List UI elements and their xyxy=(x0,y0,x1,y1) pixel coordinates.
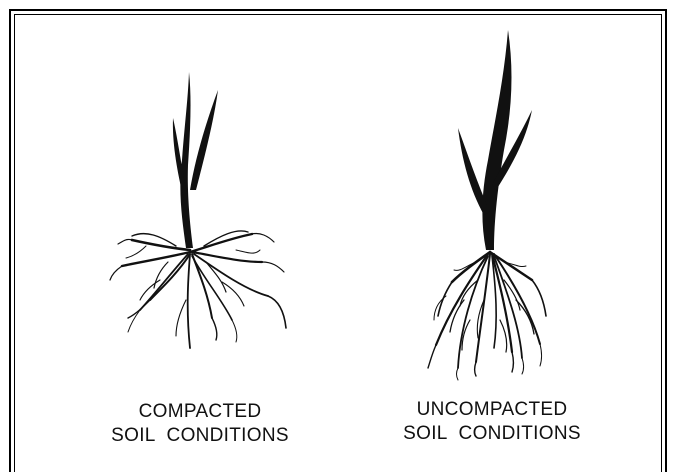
uncompacted-caption-line1: UNCOMPACTED xyxy=(377,398,607,422)
uncompacted-caption-line2: SOIL CONDITIONS xyxy=(377,422,607,446)
uncompacted-plant-roots xyxy=(428,252,546,380)
compacted-plant-roots xyxy=(110,231,286,348)
compacted-caption-line2: SOIL CONDITIONS xyxy=(100,424,300,448)
compacted-caption: COMPACTED SOIL CONDITIONS xyxy=(100,400,300,448)
compacted-plant-leaf xyxy=(180,72,193,248)
uncompacted-caption: UNCOMPACTED SOIL CONDITIONS xyxy=(377,398,607,446)
compacted-plant xyxy=(110,72,286,348)
compacted-plant-leaf xyxy=(190,90,218,190)
uncompacted-plant-leaf xyxy=(482,30,511,250)
uncompacted-plant xyxy=(428,30,546,380)
uncompacted-plant-leaf xyxy=(458,128,490,215)
compacted-caption-line1: COMPACTED xyxy=(100,400,300,424)
